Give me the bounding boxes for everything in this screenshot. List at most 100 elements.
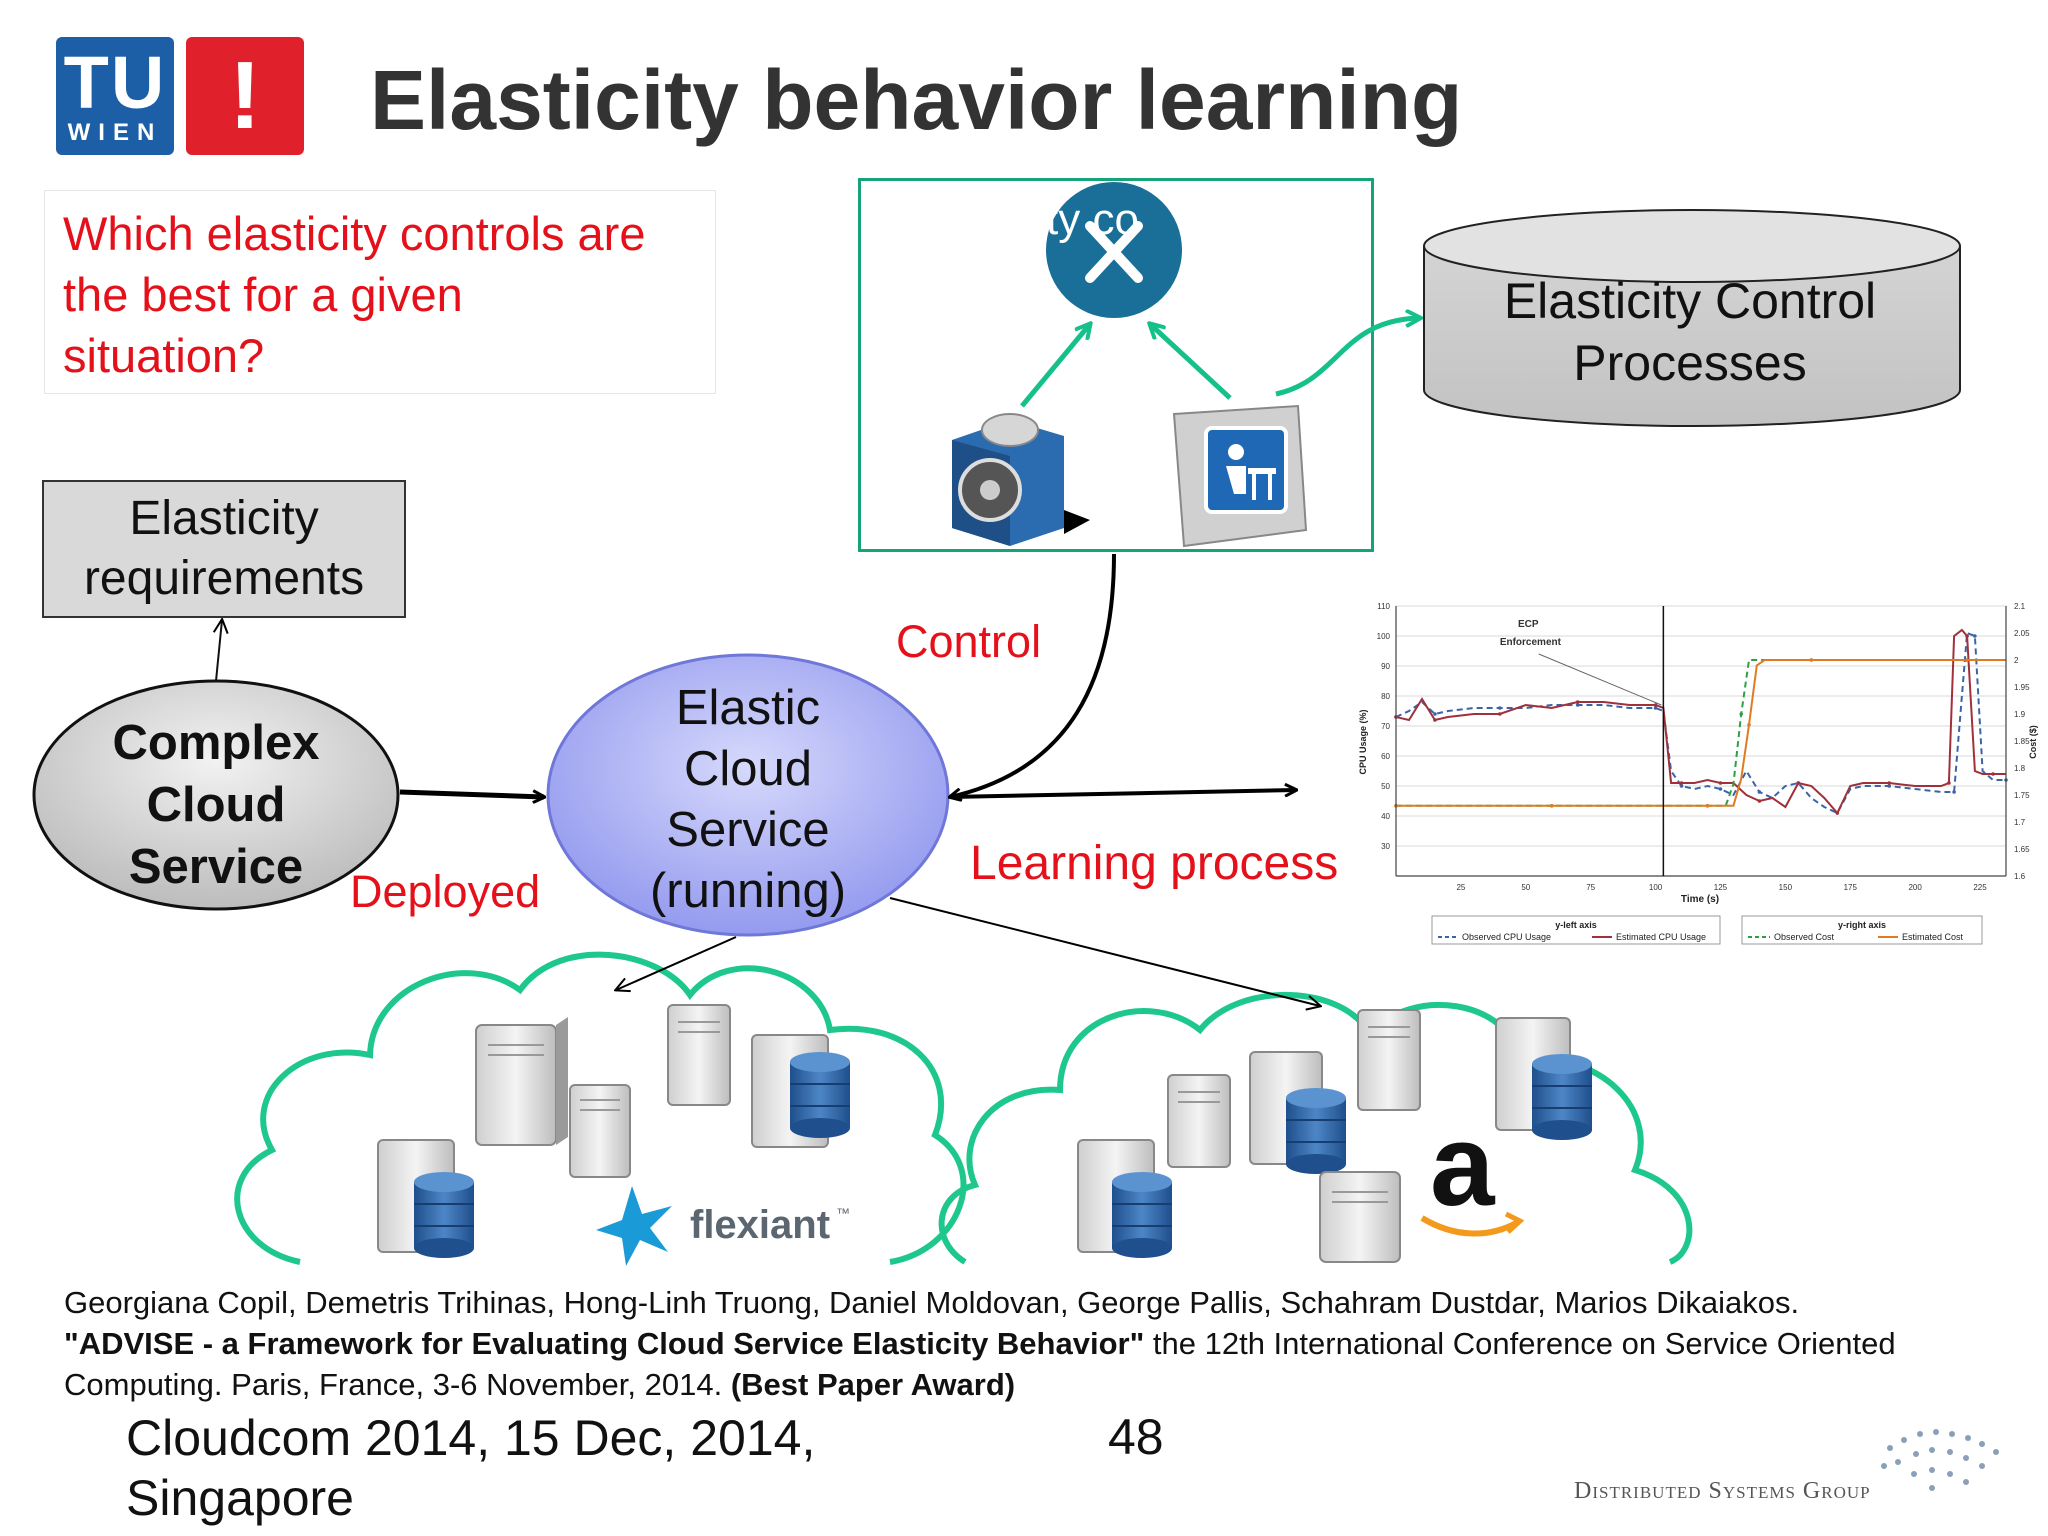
control-label: Control [896, 616, 1042, 667]
arrow-to-flexiant [616, 936, 737, 990]
chart-y-left-tick: 100 [1377, 632, 1391, 641]
chart-x-axis-label: Time (s) [1681, 894, 1719, 905]
chart-y-right-tick: 1.9 [2014, 710, 2026, 719]
elastic-line-1: Elastic [675, 681, 821, 735]
chart-y-right-tick: 1.7 [2014, 818, 2026, 827]
chart-series-line [1396, 659, 2006, 807]
chart-y-right-tick: 2.05 [2014, 629, 2030, 638]
chart-y-right-tick: 1.95 [2014, 683, 2030, 692]
server-icon [667, 1004, 731, 1106]
arrow-control [950, 553, 1116, 797]
chart-point [1433, 718, 1437, 722]
footer-line-2: Singapore [126, 1470, 354, 1526]
chart-point [1952, 790, 1956, 794]
question-line-3: situation? [63, 329, 265, 382]
chart-legend-left: y-left axis Observed CPU Usage Estimated… [1431, 915, 1721, 945]
green-arrow-left [1020, 324, 1090, 408]
chart-x-tick: 175 [1844, 883, 1858, 892]
chart-point [1991, 772, 1995, 776]
arrow-learning [949, 790, 1296, 799]
chart-point [1705, 804, 1710, 808]
logo-exclaim: ! [186, 37, 304, 155]
server-icon [1167, 1074, 1231, 1168]
reference-authors: Georgiana Copil, Demetris Trihinas, Hong… [64, 1285, 1800, 1320]
chart-point [1679, 781, 1684, 785]
chart-y-left-tick: 90 [1381, 662, 1390, 671]
chart-y-right-tick: 1.8 [2014, 764, 2026, 773]
ecp-line-1: Elasticity Control [1503, 273, 1877, 329]
chart-point [1433, 712, 1437, 716]
chart-point [1757, 790, 1762, 794]
chart-point [1498, 706, 1502, 710]
database-server-icon [1077, 1139, 1172, 1258]
server-icon [569, 1084, 631, 1178]
question-box: Which elasticity controls are the best f… [44, 190, 716, 394]
chart-y-left-tick: 110 [1377, 602, 1390, 611]
dsg-logo-icon [1881, 1429, 1999, 1491]
database-server-icon [377, 1139, 474, 1258]
elastic-line-2: Cloud [683, 742, 813, 796]
tu-wien-logo: TU WIEN [56, 37, 174, 155]
chart-point [1796, 781, 1801, 785]
chart-x-tick: 225 [1973, 883, 1987, 892]
chart-point [1973, 634, 1977, 638]
legend-observed-cpu: Observed CPU Usage [1462, 932, 1551, 942]
chart-point [1809, 658, 1814, 662]
chart-point [1757, 799, 1762, 803]
database-server-icon [1495, 1017, 1592, 1140]
chart-x-tick: 150 [1779, 883, 1793, 892]
chart-point [1718, 787, 1723, 791]
database-server-icon [1249, 1051, 1346, 1174]
software-gear-box-icon [952, 413, 1090, 546]
flexiant-trademark: ™ [836, 1205, 850, 1221]
chart-y-left-tick: 30 [1381, 842, 1390, 851]
requirements-line-1: Elasticity [129, 492, 319, 545]
complex-line-2: Cloud [146, 778, 286, 832]
elastic-line-4: (running) [649, 864, 847, 918]
footer-line-1: Cloudcom 2014, 15 Dec, 2014, [126, 1410, 816, 1466]
database-server-icon [751, 1034, 850, 1148]
legend-right-title: y-right axis [1838, 920, 1886, 930]
chart-x-tick: 200 [1908, 883, 1922, 892]
elasticity-requirements-box: Elasticity requirements [42, 480, 406, 618]
amazon-letter: a [1430, 1100, 1496, 1230]
complex-line-1: Complex [112, 716, 320, 770]
reference-award: (Best Paper Award) [730, 1367, 1016, 1402]
chart-point [1965, 658, 1969, 662]
chart-series-line [1396, 659, 2006, 807]
flexiant-cloud [234, 951, 967, 1265]
chart-y-left-tick: 70 [1381, 722, 1390, 731]
chart-x-tick: 50 [1521, 883, 1530, 892]
logo-wien-text: WIEN [67, 119, 163, 146]
legend-estimated-cost: Estimated Cost [1902, 932, 1964, 942]
requirements-line-2: requirements [83, 552, 365, 605]
chart-y-right-tick: 1.85 [2014, 737, 2030, 746]
chart-y-right-tick: 1.75 [2014, 791, 2030, 800]
chart-y-right-tick: 1.6 [2014, 872, 2026, 881]
chart-y-left-tick: 60 [1381, 752, 1390, 761]
chart-plot-area [1396, 600, 2010, 880]
control-box-partial-label: ty co [1046, 195, 1139, 244]
chart-y-left-tick: 80 [1381, 692, 1390, 701]
chart-x-tick: 25 [1456, 883, 1465, 892]
user-at-desk-icon [1172, 404, 1308, 548]
arrow-to-requirements [216, 620, 222, 682]
legend-estimated-cpu: Estimated CPU Usage [1616, 932, 1706, 942]
chart-point [1653, 706, 1658, 710]
page-number: 48 [1108, 1409, 1164, 1465]
dsg-label: Distributed Systems Group [1574, 1478, 1871, 1504]
cpu-cost-chart: ECP Enforcement 110100908070605040302.12… [1358, 600, 2038, 945]
question-line-1: Which elasticity controls are [63, 207, 646, 260]
complex-cloud-service-label: Complex Cloud Service [110, 712, 322, 898]
elastic-line-3: Service [666, 803, 830, 857]
chart-y-left-tick: 50 [1381, 782, 1390, 791]
chart-y-right-tick: 1.65 [2014, 845, 2030, 854]
chart-point [1575, 703, 1580, 707]
server-icon [1357, 1009, 1421, 1111]
chart-point [1549, 804, 1554, 808]
chart-y-right-tick: 2 [2014, 656, 2019, 665]
chart-point [1498, 712, 1502, 716]
ecp-database-icon [1423, 209, 1961, 427]
chart-annotation-line-2: Enforcement [1500, 637, 1562, 648]
